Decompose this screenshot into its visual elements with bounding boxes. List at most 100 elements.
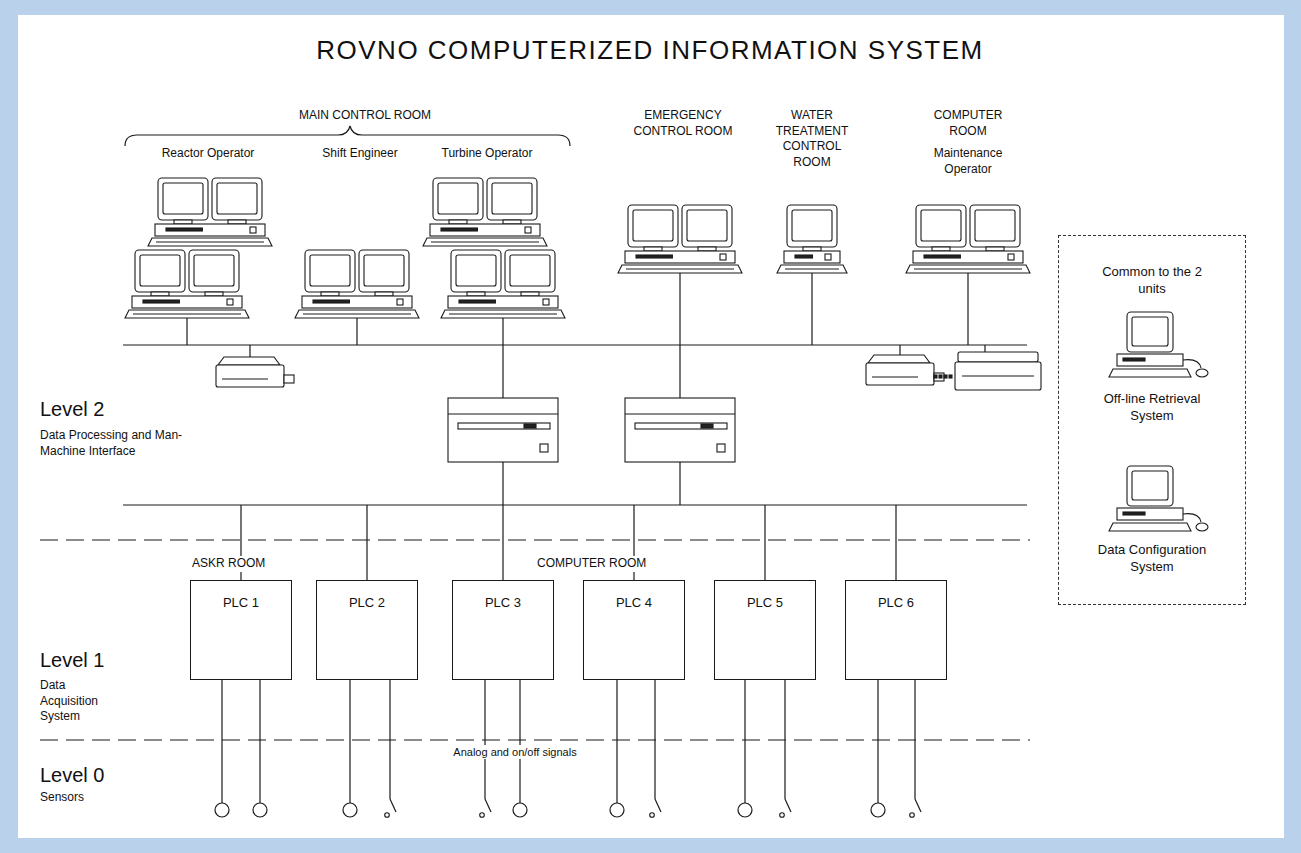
switch-blade <box>785 799 791 812</box>
printer-paper <box>868 355 930 363</box>
keyboard-keys <box>431 241 539 242</box>
data-link-dots <box>939 375 942 378</box>
cpu-unit <box>430 224 540 236</box>
plc-label: PLC 3 <box>485 595 521 612</box>
signal-wire <box>259 680 260 803</box>
level-description: Data Acquisition System <box>40 678 120 725</box>
network-drop <box>811 273 812 345</box>
cpu-unit <box>1117 508 1183 520</box>
printer-body <box>866 363 934 385</box>
server-edge <box>625 413 735 414</box>
signal-label: Analog and on/off signals <box>451 745 578 759</box>
monitor-stand <box>228 220 246 224</box>
analog-sensor <box>871 803 885 817</box>
monitor <box>970 205 1020 247</box>
keyboard <box>148 238 272 246</box>
level-title: Level 1 <box>40 647 105 673</box>
monitor <box>1127 466 1173 506</box>
brace <box>125 126 570 146</box>
monitor <box>135 250 185 292</box>
group-label: MAIN CONTROL ROOM <box>299 108 431 124</box>
signal-wire <box>654 680 655 799</box>
switch-blade <box>655 799 661 812</box>
monitor-screen <box>1132 317 1168 346</box>
plc-label: PLC 1 <box>223 595 259 612</box>
keyboard <box>906 265 1030 273</box>
monitor-screen <box>792 210 832 241</box>
plc-box: PLC 1 <box>190 580 292 680</box>
cpu-unit <box>913 251 1023 263</box>
box-caption: Common to the 2 units <box>1095 264 1210 298</box>
workstation-icon <box>148 178 272 246</box>
panel <box>18 15 1284 838</box>
plc-label: PLC 6 <box>878 595 914 612</box>
drive-slot <box>441 228 477 231</box>
server-led <box>717 444 725 452</box>
network-drop <box>764 505 765 580</box>
keyboard-keys <box>785 268 839 269</box>
plotter-body <box>955 362 1041 390</box>
monitor-screen <box>194 255 234 286</box>
drive-slot <box>924 255 960 258</box>
room-label: COMPUTER ROOM <box>535 556 648 572</box>
station-label: Shift Engineer <box>322 146 397 162</box>
monitor-stand <box>698 247 716 251</box>
server-icon <box>625 398 735 462</box>
data-link-dots <box>934 375 937 378</box>
workstation-icon <box>125 250 249 318</box>
plc-box: PLC 6 <box>845 580 947 680</box>
plc-box: PLC 3 <box>452 580 554 680</box>
keyboard-keys <box>449 313 557 314</box>
monitor <box>505 250 555 292</box>
monitor-screen <box>310 255 350 286</box>
network-drop <box>249 345 250 357</box>
box-caption: Data Configuration System <box>1082 542 1222 576</box>
plotter-icon <box>934 352 1041 390</box>
network-drop <box>502 318 503 398</box>
level-separator <box>40 539 1030 540</box>
network-bus <box>123 344 1027 345</box>
monitor-stand <box>986 247 1004 251</box>
plc-label: PLC 2 <box>349 595 385 612</box>
cpu-unit <box>132 296 242 308</box>
cpu-unit <box>448 296 558 308</box>
monitor <box>682 205 732 247</box>
drive-slot <box>795 255 813 258</box>
keyboard <box>1109 523 1191 531</box>
plc-label: PLC 4 <box>616 595 652 612</box>
network-drop <box>186 318 187 345</box>
drive-slot <box>636 255 672 258</box>
monitor <box>189 250 239 292</box>
room-label: WATER TREATMENT CONTROL ROOM <box>767 108 857 170</box>
drive-slot <box>313 300 349 303</box>
level-description: Data Processing and Man-Machine Interfac… <box>40 428 190 459</box>
mouse <box>1196 369 1208 377</box>
keyboard <box>423 238 547 246</box>
plotter-top <box>958 352 1038 362</box>
plc-box: PLC 4 <box>583 580 685 680</box>
workstation-icon <box>441 250 565 318</box>
diagram-title: ROVNO COMPUTERIZED INFORMATION SYSTEM <box>316 34 983 68</box>
mouse-cord <box>1183 514 1201 522</box>
server-case <box>625 398 735 462</box>
monitor-screen <box>633 210 673 241</box>
monitor <box>451 250 501 292</box>
keyboard <box>618 265 742 273</box>
monitor-stand <box>803 247 821 251</box>
power-button <box>227 299 233 305</box>
workstation-icon <box>777 205 847 273</box>
keyboard <box>441 310 565 318</box>
network-drop <box>895 505 896 580</box>
signal-wire <box>221 680 222 803</box>
keyboard <box>295 310 419 318</box>
monitor-stand <box>521 292 539 296</box>
network-drop <box>502 462 503 505</box>
printer-slot <box>222 378 268 379</box>
keyboard-keys <box>133 313 241 314</box>
monitor-screen <box>438 183 478 214</box>
server-led <box>540 444 548 452</box>
monitor-stand <box>174 220 192 224</box>
cpu-unit <box>302 296 412 308</box>
monitor-stand <box>449 220 467 224</box>
